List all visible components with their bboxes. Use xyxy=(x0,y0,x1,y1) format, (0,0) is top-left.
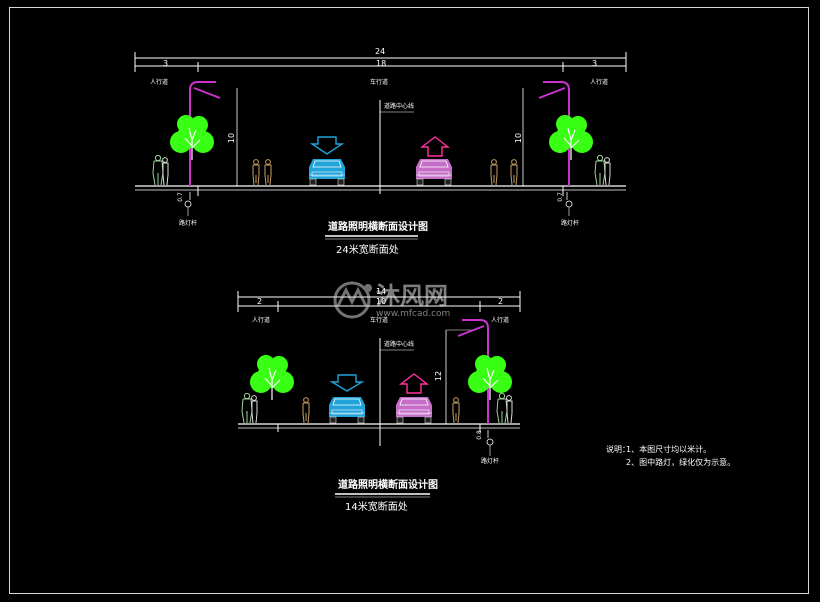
notes-item-2: 2、图中路灯，绿化仅为示意。 xyxy=(626,458,736,467)
offset-left-a: 0.7 xyxy=(176,192,184,202)
caption-sub-b: 14米宽断面处 xyxy=(345,502,408,513)
caption-sub-a: 24米宽断面处 xyxy=(336,245,399,256)
label-carriageway-a: 车行道 xyxy=(370,79,389,86)
section-24m xyxy=(134,52,627,240)
caption-title-a: 道路照明横断面设计图 xyxy=(328,222,428,233)
watermark-brand: 沐风网 xyxy=(376,282,448,310)
caption-title-b: 道路照明横断面设计图 xyxy=(338,480,438,491)
dim-center-a: 18 xyxy=(376,59,387,68)
notes-heading: 说明： xyxy=(606,445,630,454)
offset-right-a: 0.7 xyxy=(556,192,564,202)
label-right-walk-a: 人行道 xyxy=(590,79,609,86)
drawing-frame xyxy=(9,7,809,594)
label-carriageway-b: 车行道 xyxy=(370,317,389,324)
lamp-label-right-a: 路灯杆 xyxy=(561,220,580,227)
pole-height-left-a: 10 xyxy=(227,132,237,144)
dim-total-24: 24 xyxy=(375,47,386,56)
label-right-walk-b: 人行道 xyxy=(491,317,510,324)
dim-left-a: 3 xyxy=(163,59,169,68)
dim-total-14: 14 xyxy=(376,287,387,296)
section-14m xyxy=(237,291,521,498)
dim-center-b: 10 xyxy=(376,297,387,306)
lamp-label-b: 路灯杆 xyxy=(481,458,500,465)
dim-left-b: 2 xyxy=(257,297,263,306)
label-left-walk-b: 人行道 xyxy=(252,317,271,324)
pole-height-b: 12 xyxy=(434,370,444,382)
notes-item-1: 1、本图尺寸均以米计。 xyxy=(626,445,712,454)
pole-height-right-a: 10 xyxy=(514,132,524,144)
label-centerline-a: 道路中心线 xyxy=(384,103,415,110)
label-left-walk-a: 人行道 xyxy=(150,79,169,86)
lamp-label-left-a: 路灯杆 xyxy=(179,220,198,227)
watermark-url: www.mfcad.com xyxy=(376,309,451,319)
dim-right-a: 3 xyxy=(592,59,598,68)
label-centerline-b: 道路中心线 xyxy=(384,341,415,348)
watermark-logo-icon xyxy=(333,281,372,319)
dim-right-b: 2 xyxy=(498,297,504,306)
offset-b: 0.8 xyxy=(475,430,483,440)
